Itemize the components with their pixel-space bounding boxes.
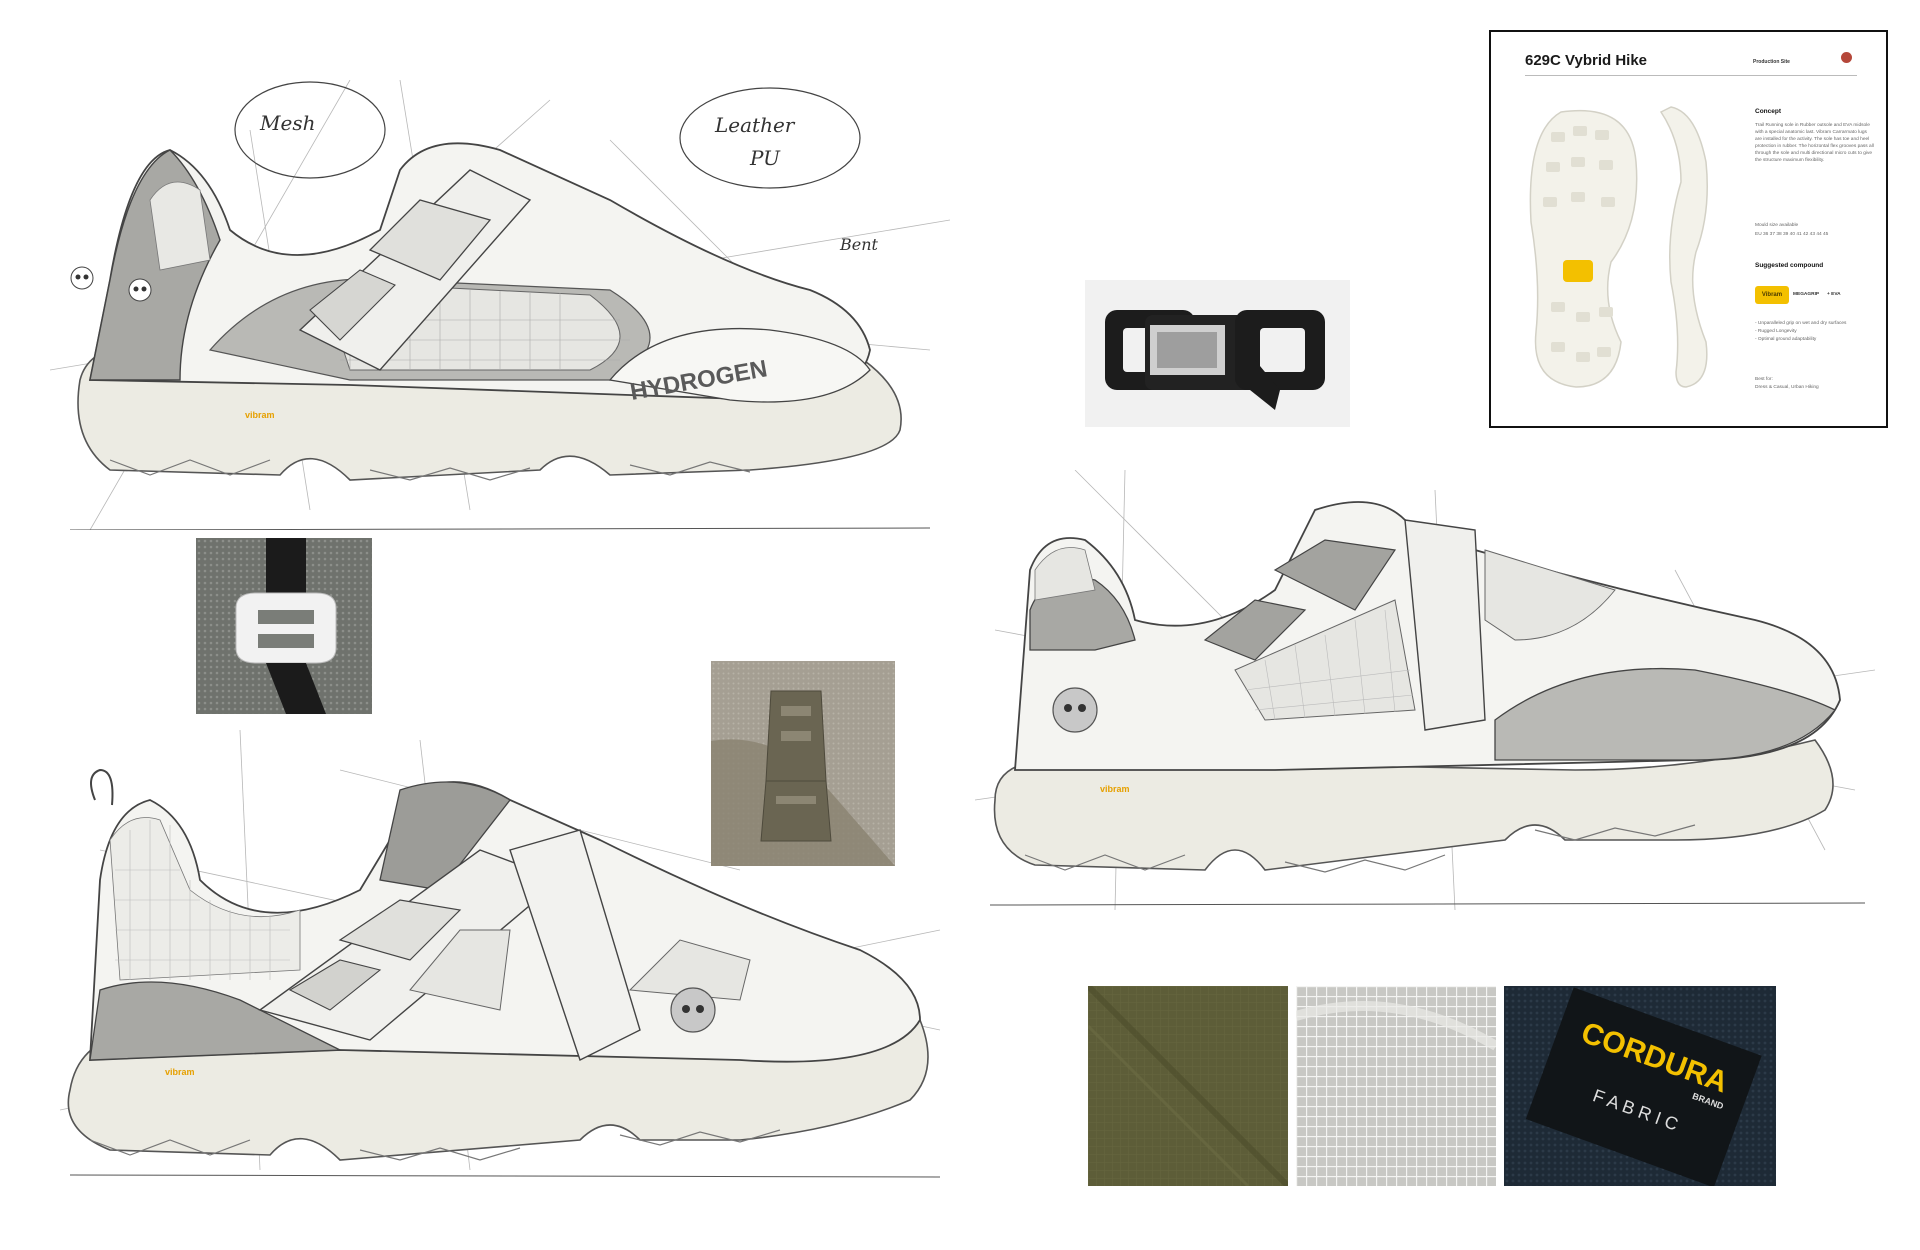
annotation-pu: PU xyxy=(749,146,781,170)
olive-buckle-photo xyxy=(711,661,895,866)
mould-size-label: Mould size available xyxy=(1755,223,1799,228)
annotation-leather: Leather xyxy=(714,113,796,137)
eva-label: + EVA xyxy=(1827,292,1841,297)
annotation-bent: Bent xyxy=(839,235,879,254)
magnetic-buckle-photo xyxy=(1085,280,1350,427)
concept-text: Trail Running sole in Rubber outsole and… xyxy=(1755,123,1874,163)
concept-heading: Concept xyxy=(1755,108,1781,115)
production-site-label: Production Site xyxy=(1753,59,1790,65)
feature-2: - Rugged Longevity xyxy=(1755,329,1797,334)
best-for-label: Best for: xyxy=(1755,377,1773,382)
vibram-logo: vibram xyxy=(165,1067,195,1077)
megagrip-label: MEGAGRIP xyxy=(1793,292,1820,297)
shoe-sketch-side-view: HYDROGEN vibram Mesh Leather PU Bent xyxy=(50,80,950,530)
shoe-sketch-medial-view: vibram xyxy=(975,470,1875,930)
production-site-dot xyxy=(1841,52,1852,63)
vibram-logo: vibram xyxy=(245,410,275,420)
feature-1: - Unparalleled grip on wet and dry surfa… xyxy=(1755,321,1847,326)
outsole-side-view xyxy=(1659,106,1708,388)
feature-3: - Optimal ground adaptability xyxy=(1755,337,1817,342)
annotation-mesh: Mesh xyxy=(259,111,315,135)
vibram-logo: vibram xyxy=(1100,784,1130,794)
white-buckle-photo xyxy=(196,538,372,714)
grey-grid-mesh-swatch xyxy=(1296,986,1496,1186)
sheet-title: 629C Vybrid Hike xyxy=(1525,52,1647,69)
best-for-value: Dress & Casual, Urban Hiking xyxy=(1755,385,1819,390)
mould-sizes: EU 36 37 38 39 40 41 42 43 44 45 xyxy=(1755,232,1829,237)
vibram-compound-logo: Vibram xyxy=(1755,286,1789,304)
cordura-fabric-swatch: CORDURA BRAND F A B R I C xyxy=(1504,986,1776,1186)
shoe-sketch-three-quarter-view: vibram xyxy=(40,730,960,1180)
sheet-divider xyxy=(1525,75,1857,76)
compound-heading: Suggested compound xyxy=(1755,262,1824,269)
product-spec-sheet: 629C Vybrid Hike Production Site Concept… xyxy=(1489,30,1888,428)
olive-ripstop-swatch xyxy=(1088,986,1288,1186)
outsole-bottom-view xyxy=(1529,109,1638,388)
